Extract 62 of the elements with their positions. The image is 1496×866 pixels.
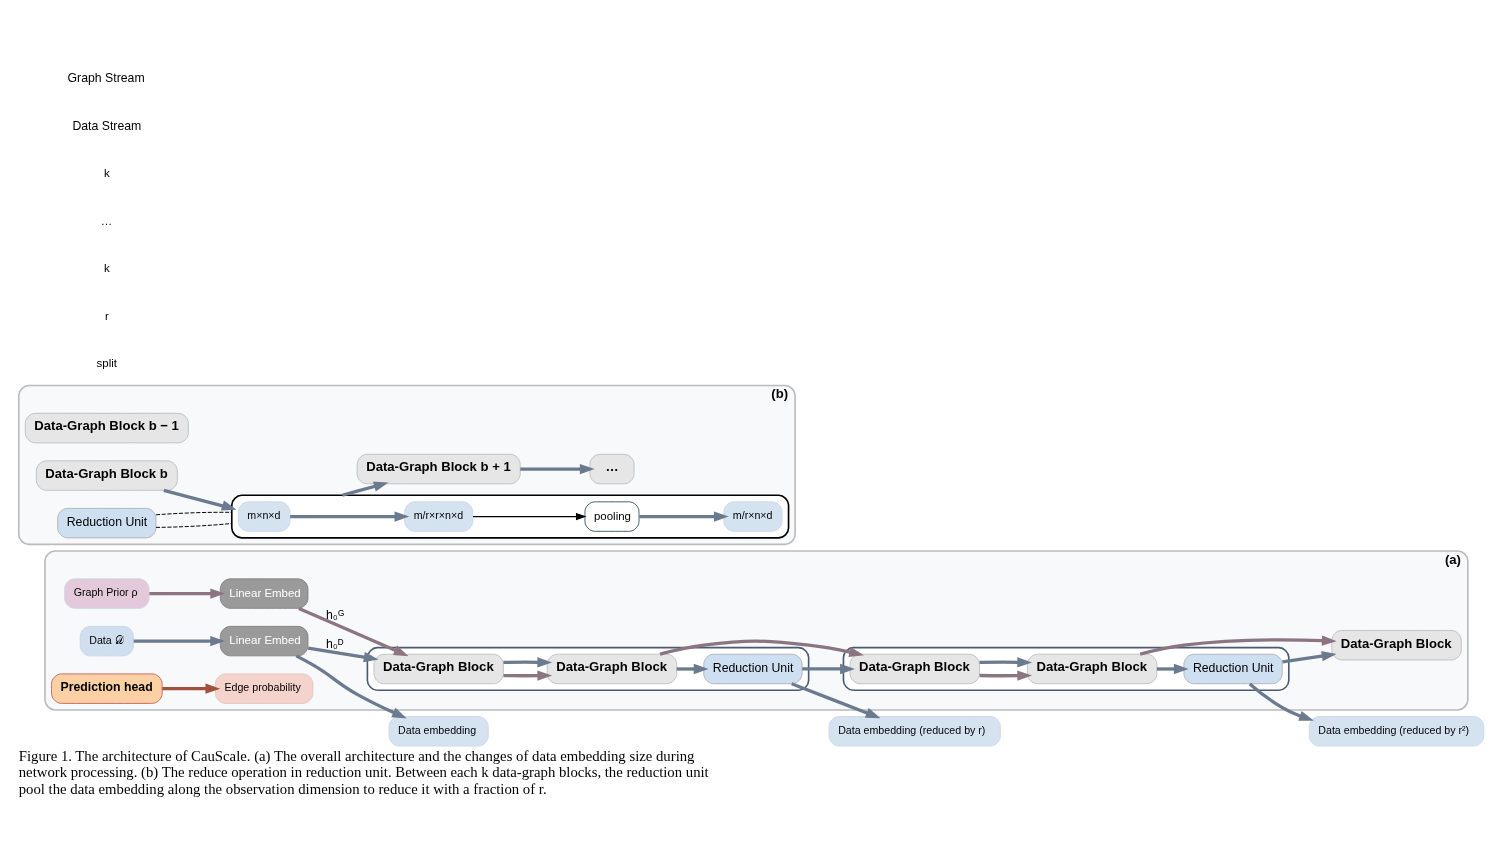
arrow bbox=[802, 663, 855, 675]
node-box: Data embedding bbox=[388, 716, 489, 747]
node-box: Data-Graph Block b − 1 bbox=[24, 412, 189, 444]
arrow bbox=[149, 588, 226, 599]
connector bbox=[155, 523, 233, 528]
node-box: Prediction head bbox=[51, 673, 163, 704]
arrow bbox=[659, 639, 864, 658]
node-box: m/r×r×n×d bbox=[404, 501, 474, 532]
node-box: Data 𝒟 bbox=[79, 625, 134, 657]
node-box: Data-Graph Block bbox=[1027, 653, 1158, 685]
arrow bbox=[791, 682, 881, 719]
edge-label: h₀ᴳ bbox=[326, 608, 345, 622]
node-box: Reduction Unit bbox=[1183, 653, 1283, 685]
label: r bbox=[104, 309, 109, 322]
node-box: Data-Graph Block bbox=[546, 653, 678, 685]
node-box: Edge probability bbox=[215, 673, 314, 704]
label: k bbox=[103, 167, 110, 180]
arrow bbox=[133, 635, 226, 647]
node-box: Data-Graph Block b bbox=[35, 460, 178, 491]
node-box: Data-Graph Block b + 1 bbox=[356, 453, 521, 485]
node-box: Data-Graph Block bbox=[373, 653, 504, 685]
node-box: Linear Embed bbox=[219, 625, 309, 657]
node-box: Reduction Unit bbox=[57, 507, 157, 539]
arrow bbox=[639, 511, 729, 522]
arrow bbox=[472, 512, 587, 521]
arrow bbox=[295, 654, 407, 719]
arrow bbox=[1156, 663, 1189, 675]
node-box: Data embedding (reduced by r²) bbox=[1308, 716, 1485, 747]
node-box: Data-Graph Block bbox=[849, 653, 980, 685]
node-box: Reduction Unit bbox=[703, 653, 803, 685]
node-box: Data embedding (reduced by r) bbox=[828, 716, 1001, 747]
node-box: m×n×d bbox=[237, 501, 291, 532]
arrow bbox=[979, 670, 1033, 681]
node-box: pooling bbox=[584, 501, 640, 532]
label: k bbox=[103, 262, 110, 275]
legend-label: Data Stream bbox=[72, 118, 142, 133]
legend-label: Graph Stream bbox=[67, 71, 145, 86]
arrow bbox=[503, 657, 553, 668]
node-box: Graph Prior ρ bbox=[64, 578, 150, 609]
arrow bbox=[341, 481, 389, 497]
arrow bbox=[979, 657, 1033, 668]
arrow bbox=[1248, 682, 1314, 721]
label: … bbox=[100, 214, 113, 227]
arrow bbox=[162, 683, 221, 694]
connector bbox=[155, 511, 233, 516]
arrow bbox=[1139, 635, 1337, 656]
arrow bbox=[520, 463, 595, 475]
arrow bbox=[163, 488, 237, 511]
node-box: Linear Embed bbox=[219, 578, 309, 609]
cluster bbox=[230, 494, 790, 539]
edge-label: h₀ᴰ bbox=[326, 636, 344, 651]
arrow bbox=[503, 670, 553, 681]
label: split bbox=[96, 357, 117, 370]
node-box: Data-Graph Block bbox=[1331, 630, 1462, 661]
arrow bbox=[298, 606, 409, 657]
node-box: … bbox=[589, 453, 635, 485]
arrow bbox=[307, 646, 379, 663]
node-box: m/r×n×d bbox=[723, 501, 783, 532]
arrow bbox=[676, 663, 709, 675]
arrow bbox=[290, 511, 410, 522]
arrow bbox=[1282, 650, 1337, 664]
caption: Figure 1. The architecture of CauScale. (a) The overall architecture and the changes of data embedding size during network processing. (b) The reduce operation in reduction unit. Between each k data-graph blocks, the reduction unit pool the data embedding along the observation dimension to reduce it with a fraction of r. bbox=[18, 748, 709, 797]
